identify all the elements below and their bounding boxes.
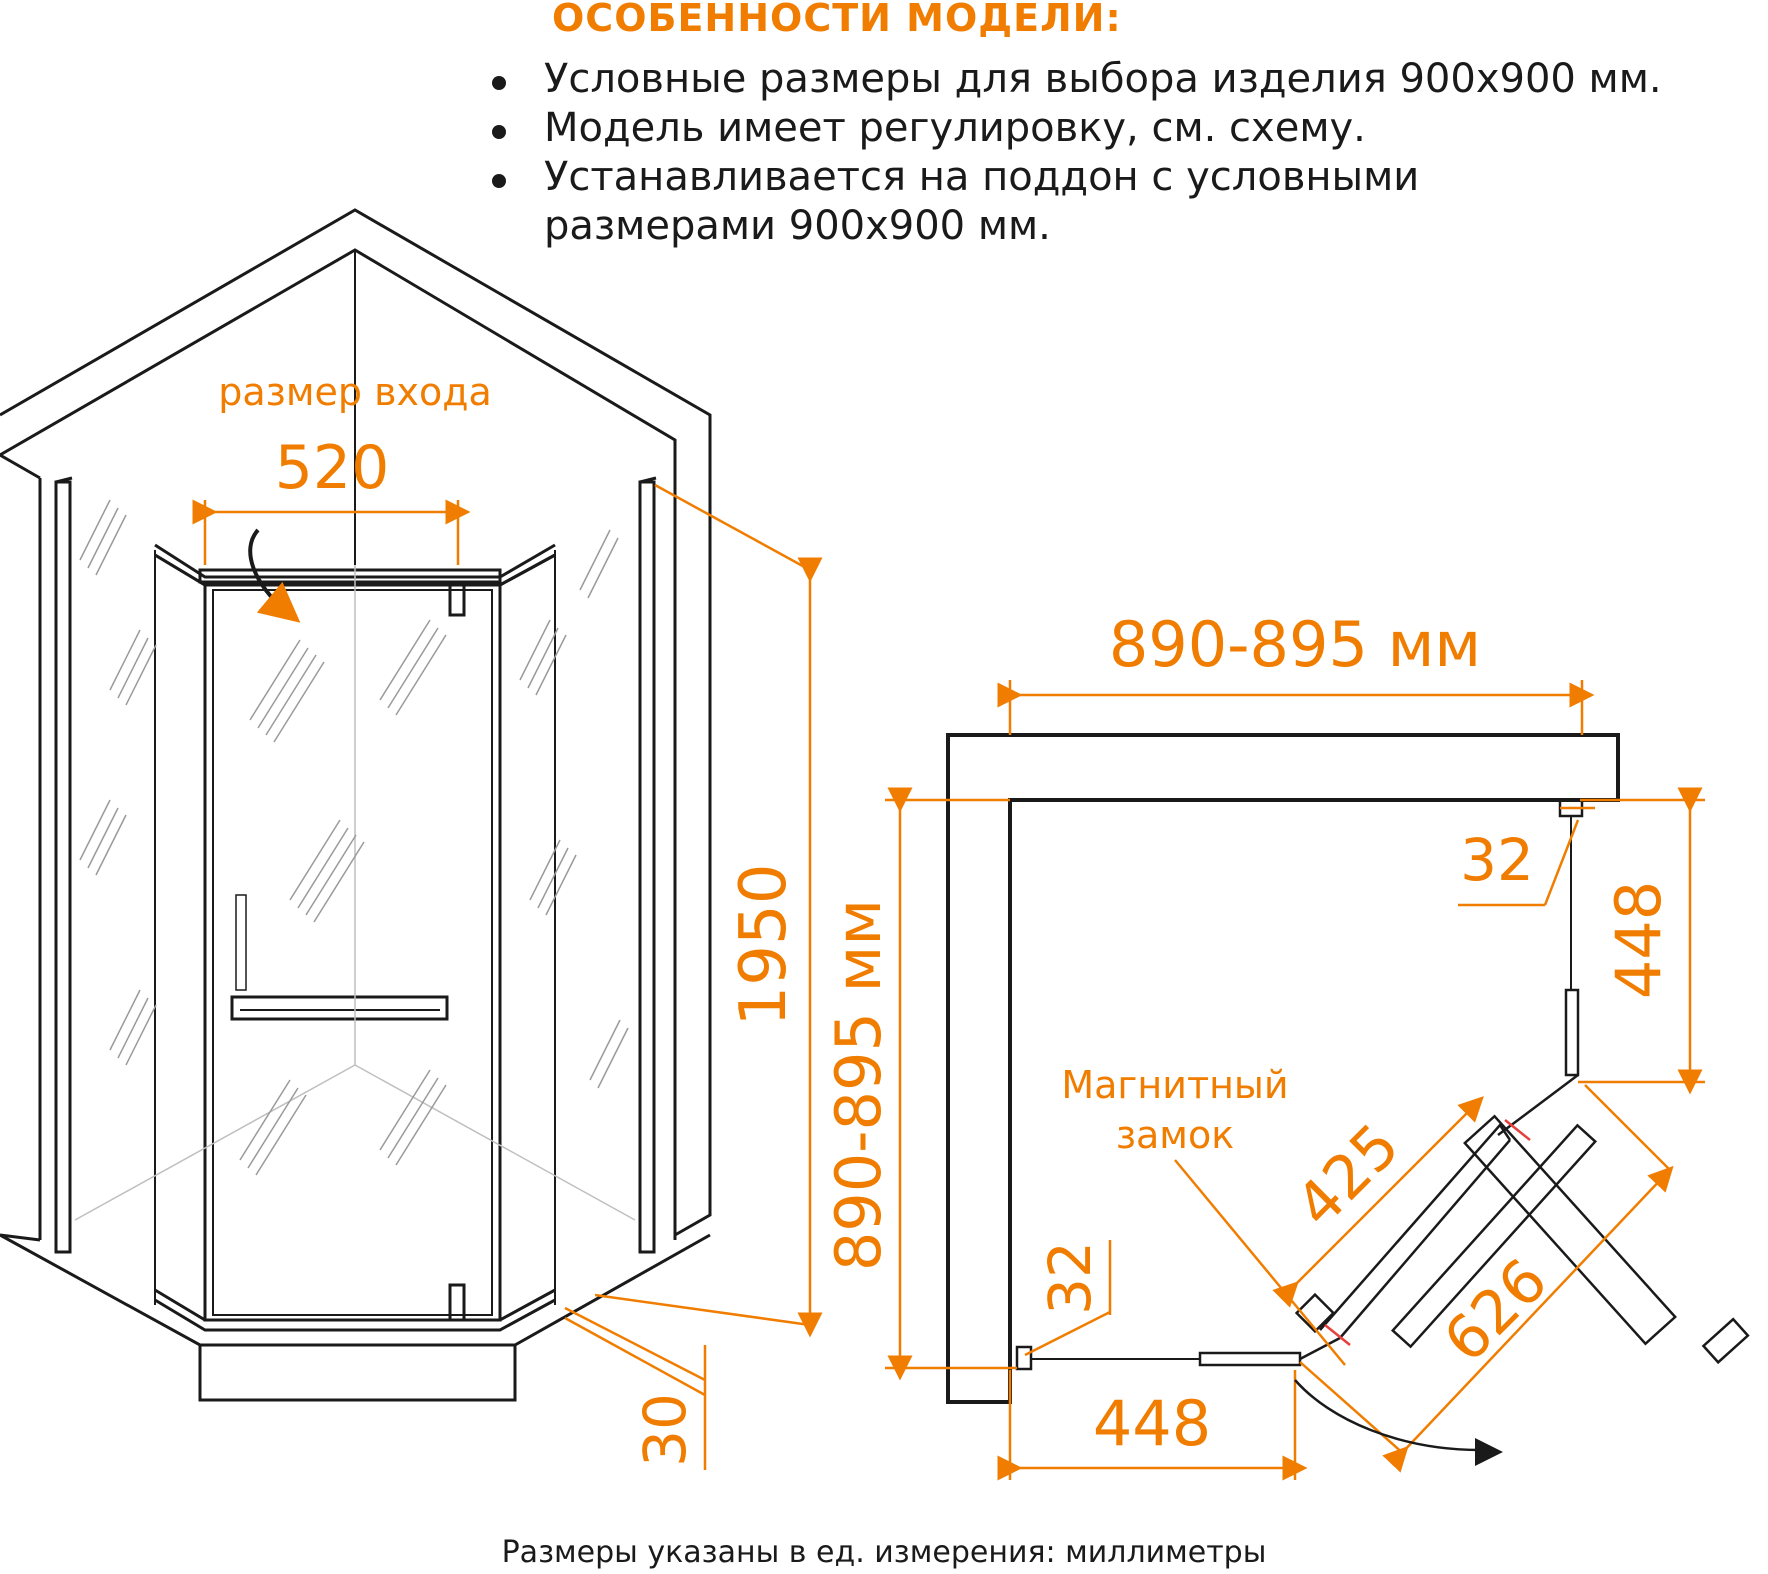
- side-panel-value: 448: [1602, 881, 1675, 999]
- gap-left-value: 32: [1036, 1241, 1104, 1315]
- bottom-panel-value: 448: [1093, 1387, 1211, 1460]
- feature-item: Устанавливается на поддон с условными ра…: [480, 153, 1574, 251]
- feature-item: Модель имеет регулировку, см. схему.: [480, 104, 1730, 153]
- plan-dimensions: [885, 680, 1705, 1481]
- gap-top-value: 32: [1460, 826, 1534, 894]
- height-value: 1950: [727, 864, 801, 1027]
- entrance-label: размер входа: [218, 370, 492, 414]
- left-dimensions: [192, 483, 823, 1470]
- door-swing-arc: [1294, 1379, 1481, 1452]
- units-footnote: Размеры указаны в ед. измерения: миллиме…: [501, 1535, 1267, 1570]
- tray-height-value: 30: [631, 1393, 699, 1467]
- door-swing-arrowhead: [1475, 1438, 1503, 1466]
- plan-width-top: 890-895 мм: [1109, 608, 1481, 681]
- door-width-value: 425: [1283, 1111, 1413, 1241]
- plan-width-side: 890-895 мм: [822, 899, 895, 1271]
- features-title: ОСОБЕННОСТИ МОДЕЛИ:: [552, 0, 1122, 40]
- magnet-label-line2: замок: [1116, 1113, 1234, 1157]
- features-list: Условные размеры для выбора изделия 900х…: [480, 55, 1730, 251]
- feature-item: Условные размеры для выбора изделия 900х…: [480, 55, 1730, 104]
- magnet-label-line1: Магнитный: [1061, 1063, 1288, 1107]
- entrance-width-value: 520: [275, 433, 390, 503]
